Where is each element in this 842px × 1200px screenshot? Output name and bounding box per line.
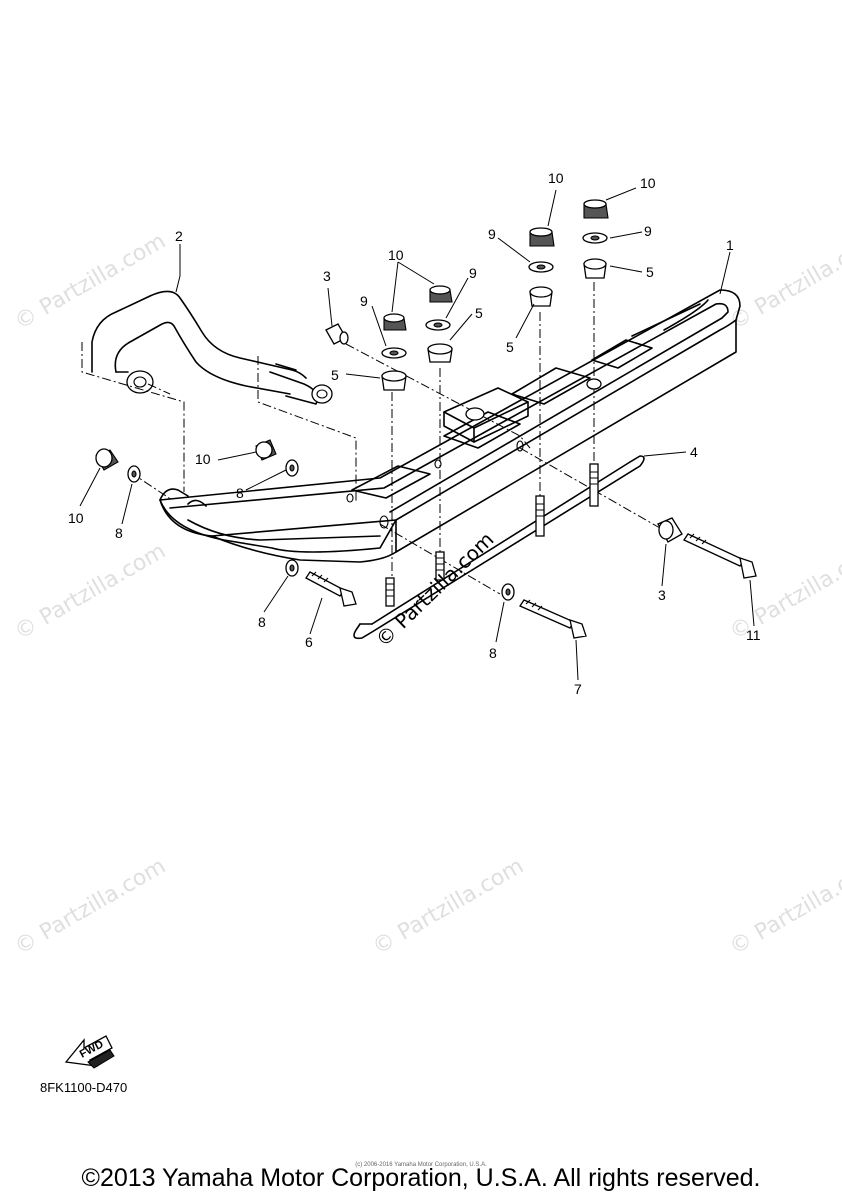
callout-10: 10 (388, 247, 404, 263)
callout-5: 5 (646, 264, 654, 280)
callout-5: 5 (475, 305, 483, 321)
hardware-stack-c (528, 227, 555, 307)
callout-6: 6 (305, 634, 313, 650)
leader-lines (79, 187, 755, 681)
watermark-tile: © Partzilla.com (726, 539, 842, 646)
callout-9: 9 (469, 265, 477, 281)
hardware-stack-d (582, 199, 609, 279)
callout-11: 11 (746, 627, 761, 643)
callout-3: 3 (658, 587, 666, 603)
callout-numbers: 1 2 3 3 4 5 5 5 5 6 7 8 8 8 8 9 9 9 9 10… (68, 170, 761, 697)
callout-3: 3 (323, 268, 331, 284)
part-8-washers-lower (285, 559, 515, 601)
runner-studs (385, 463, 599, 607)
watermark-tile: © Partzilla.com (11, 229, 171, 336)
construction-lines (81, 282, 661, 595)
hardware-stack-b (425, 285, 453, 363)
callout-9: 9 (360, 293, 368, 309)
callout-8: 8 (489, 645, 497, 661)
callout-5: 5 (331, 367, 339, 383)
callout-4: 4 (690, 444, 698, 460)
part-3-bushing-top (325, 323, 349, 345)
callout-8: 8 (236, 485, 244, 501)
callout-7: 7 (574, 681, 582, 697)
diagram-part-code: 8FK1100-D470 (40, 1080, 128, 1095)
part-11-bolt (683, 533, 757, 579)
callout-10: 10 (640, 175, 656, 191)
callout-9: 9 (488, 226, 496, 242)
fwd-arrow-icon: FWD (64, 1035, 115, 1069)
copyright-notice: ©2013 Yamaha Motor Corporation, U.S.A. A… (81, 1164, 761, 1192)
callout-8: 8 (258, 614, 266, 630)
part-6-bolt (305, 571, 357, 607)
callout-9: 9 (644, 223, 652, 239)
callout-10: 10 (195, 451, 211, 467)
part-1-ski (159, 289, 741, 563)
left-nut-washer (95, 448, 141, 483)
part-3-bushing-right (657, 517, 683, 543)
part-2-bumper-handle (91, 290, 333, 405)
mid-nut-washer (255, 439, 299, 477)
watermark-tile: © Partzilla.com (726, 229, 842, 336)
watermark-tile: © Partzilla.com (11, 539, 171, 646)
callout-1: 1 (726, 237, 734, 253)
hardware-stack-a (381, 313, 407, 391)
part-4-runner (353, 455, 645, 640)
callout-8: 8 (115, 525, 123, 541)
callout-2: 2 (175, 228, 183, 244)
callout-10: 10 (68, 510, 84, 526)
callout-5: 5 (506, 339, 514, 355)
watermark-tile: © Partzilla.com (369, 854, 529, 961)
part-7-bolt (519, 599, 587, 639)
tiny-copyright: (c) 2006-2016 Yamaha Motor Corporation, … (355, 1162, 487, 1168)
watermark-tile: © Partzilla.com (11, 854, 171, 961)
callout-10: 10 (548, 170, 564, 186)
watermark-tile: © Partzilla.com (726, 854, 842, 961)
